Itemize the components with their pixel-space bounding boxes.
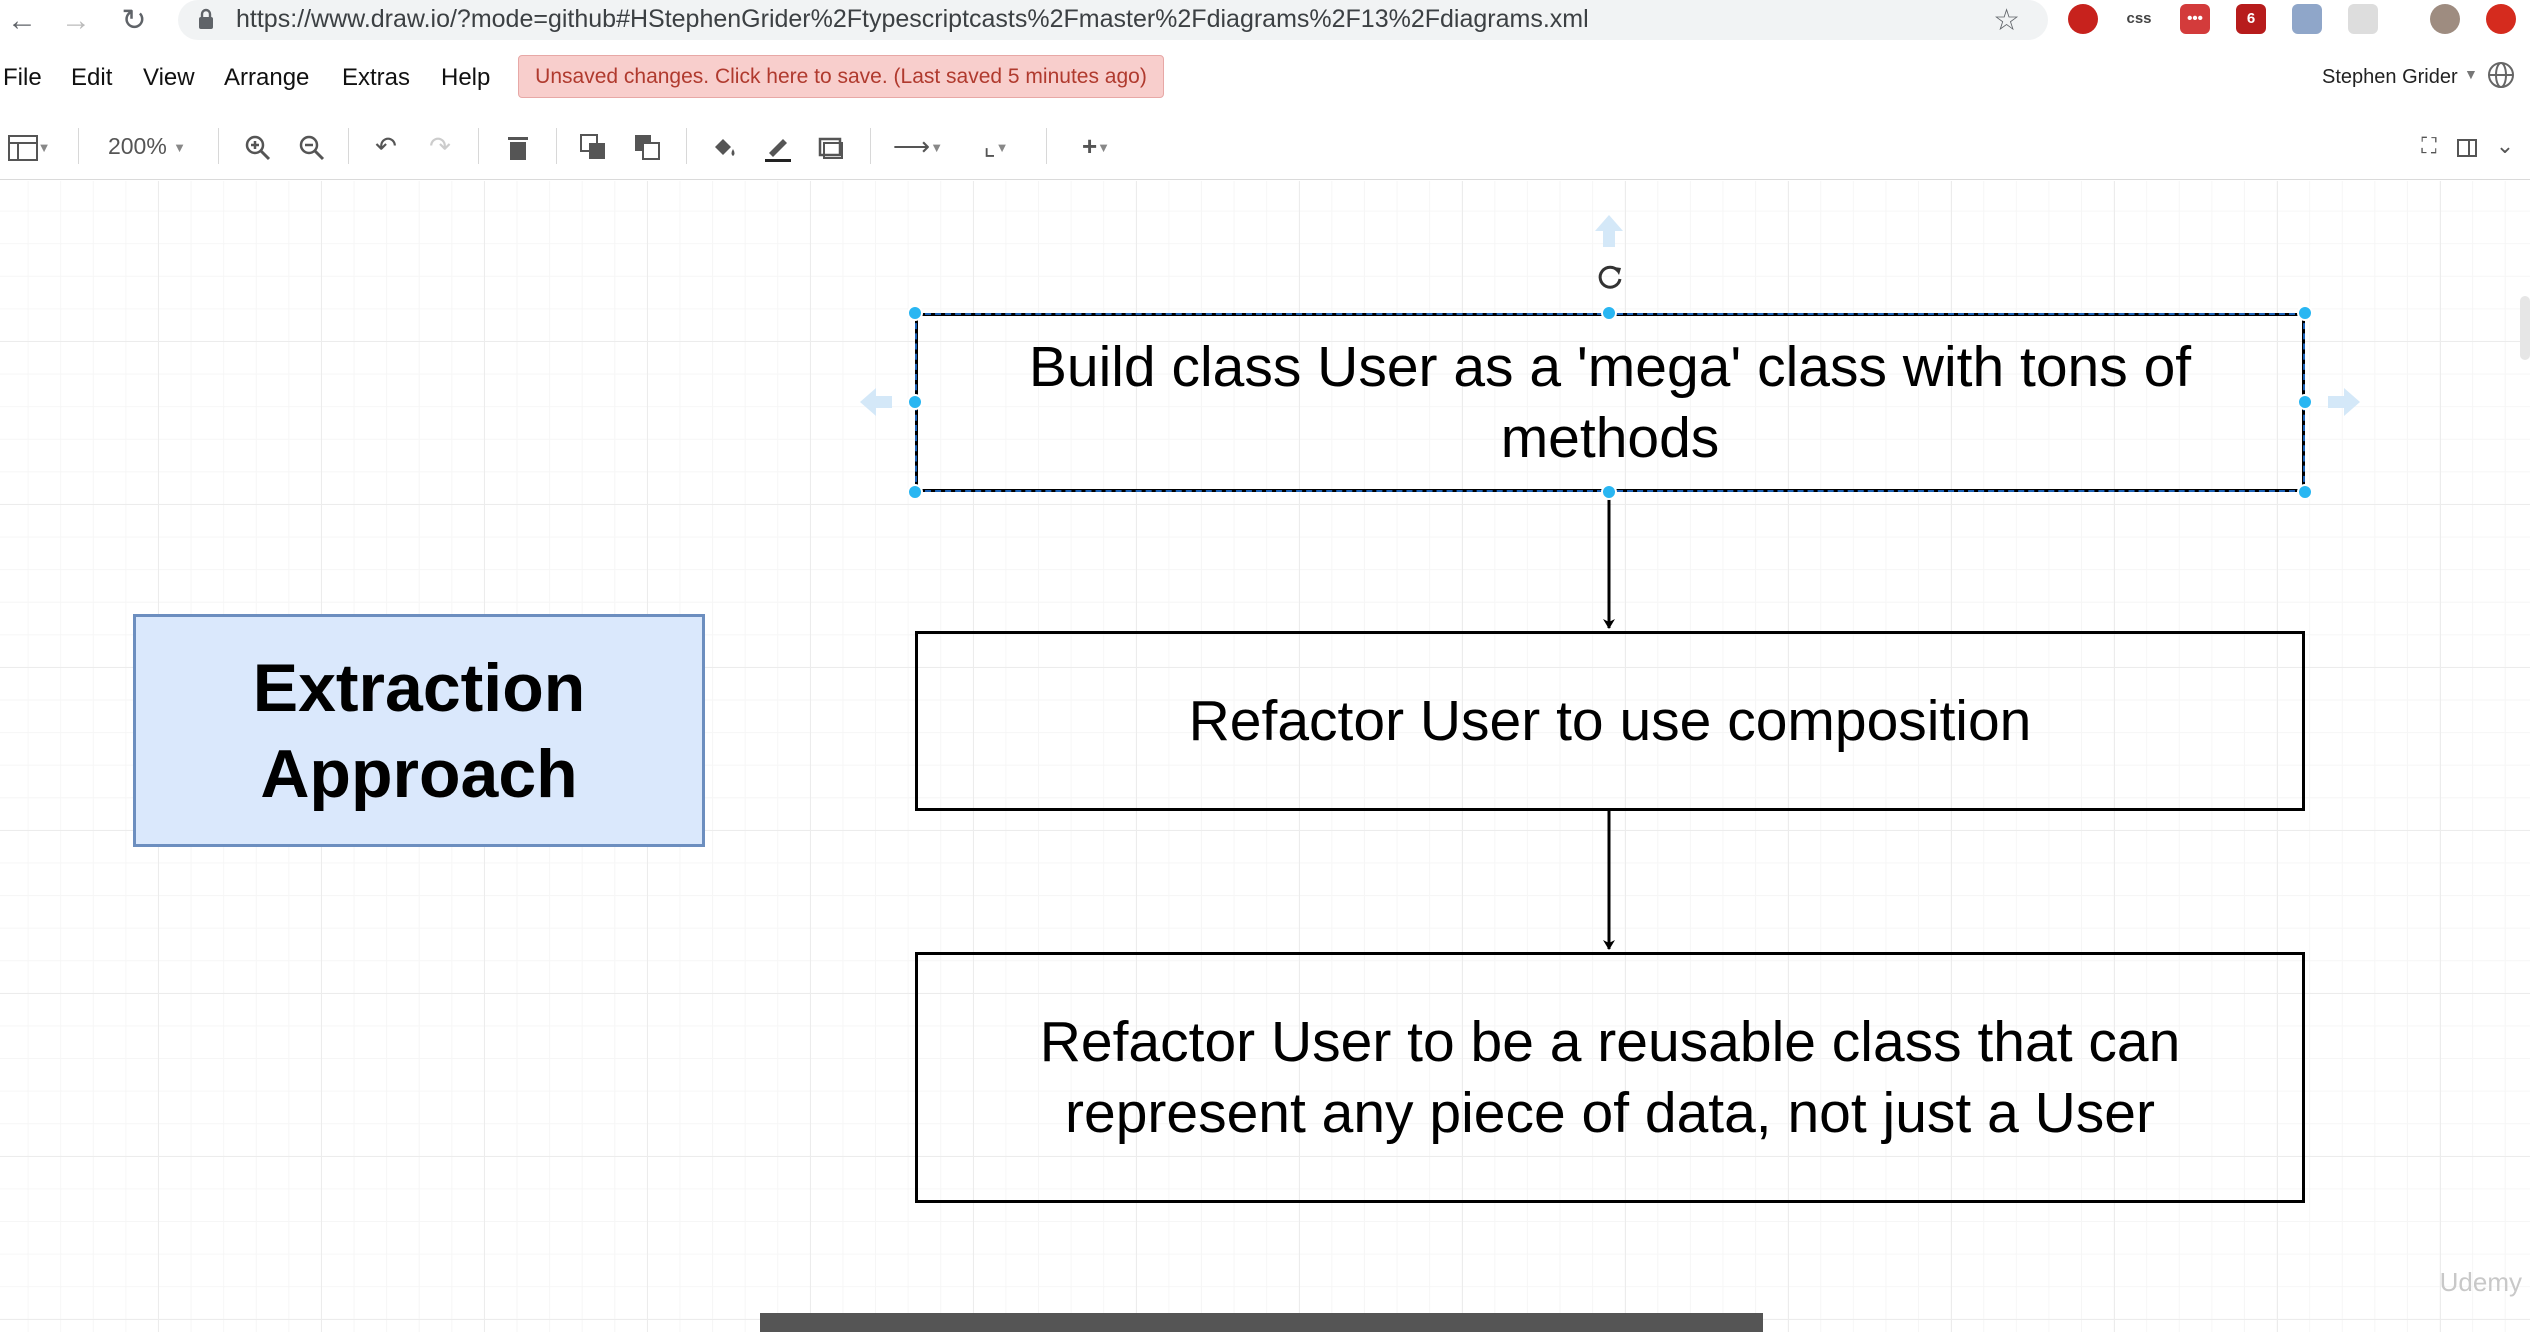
to-front-icon[interactable] [574, 126, 614, 166]
fill-color-icon[interactable] [704, 126, 744, 166]
zoom-out-icon[interactable] [292, 126, 332, 166]
horizontal-scrollbar[interactable] [760, 1313, 1763, 1332]
menu-extras[interactable]: Extras [342, 64, 411, 91]
undo-icon[interactable]: ↶ [375, 131, 397, 161]
resize-handle-ne[interactable] [2297, 305, 2313, 321]
toolbar-divider [686, 128, 687, 164]
connection-style-dropdown[interactable]: ⟶▼ [892, 131, 944, 161]
chevron-down-icon[interactable]: ▼ [2464, 66, 2478, 82]
vertical-scrollbar[interactable] [2520, 296, 2530, 360]
zoom-level: 200% [107, 133, 167, 159]
circle-extension-icon[interactable] [2348, 4, 2378, 34]
feather-extension-icon[interactable] [2292, 4, 2322, 34]
opera-icon[interactable] [2486, 4, 2516, 34]
unsaved-changes-banner[interactable]: Unsaved changes. Click here to save. (La… [518, 55, 1164, 98]
hint-arrow-left-icon[interactable] [860, 388, 892, 416]
udemy-watermark: Udemy [2439, 1267, 2522, 1297]
waypoints-dropdown[interactable]: ⌞▼ [983, 131, 1009, 161]
toolbar-divider [478, 128, 479, 164]
redo-icon[interactable]: ↷ [429, 131, 451, 161]
toolbar-divider [870, 128, 871, 164]
menu-edit[interactable]: Edit [71, 64, 113, 91]
collapse-chevron-icon[interactable]: ⌄ [2495, 133, 2515, 158]
toolbar-divider [348, 128, 349, 164]
diagram-canvas[interactable]: Extraction Approach Build class User as … [0, 181, 2530, 1332]
toolbar-divider [556, 128, 557, 164]
resize-handle-se[interactable] [2297, 484, 2313, 500]
format-panel-toggle[interactable]: ▼ [0, 126, 58, 166]
title-box[interactable]: Extraction Approach [133, 614, 705, 847]
zoom-dropdown[interactable]: 200% ▼ [107, 133, 187, 159]
plus-icon: + [1081, 131, 1098, 161]
step-box-3[interactable]: Refactor User to be a reusable class tha… [915, 952, 2305, 1203]
url-text: https://www.draw.io/?mode=github#HStephe… [236, 5, 1589, 33]
resize-handle-nw[interactable] [907, 305, 923, 321]
hint-arrow-right-icon[interactable] [2328, 388, 2360, 416]
resize-handle-sw[interactable] [907, 484, 923, 500]
waypoint-icon: ⌞ [983, 131, 996, 161]
forward-arrow-icon[interactable]: → [61, 4, 91, 37]
toolbar-divider [1046, 128, 1047, 164]
zoom-in-icon[interactable] [238, 126, 278, 166]
menubar: File Edit View Arrange Extras Help Unsav… [0, 48, 2530, 108]
resize-handle-s[interactable] [1601, 484, 1617, 500]
lock-icon [199, 8, 213, 29]
line-color-icon[interactable] [758, 126, 798, 166]
fullscreen-icon[interactable]: ⛶ [2421, 133, 2437, 158]
arrow-right-icon: ⟶ [892, 131, 931, 161]
shadow-icon[interactable] [812, 126, 852, 166]
rotate-icon[interactable] [1594, 261, 1626, 293]
resize-handle-e[interactable] [2297, 394, 2313, 410]
insert-dropdown[interactable]: +▼ [1081, 131, 1111, 161]
user-name[interactable]: Stephen Grider [2322, 66, 2458, 88]
menu-file[interactable]: File [3, 64, 42, 91]
browser-toolbar: ← → ↻ https://www.draw.io/?mode=github#H… [0, 0, 2530, 42]
dots-extension-icon[interactable]: ••• [2180, 4, 2210, 34]
back-arrow-icon[interactable]: ← [7, 4, 37, 37]
to-back-icon[interactable] [628, 126, 668, 166]
hint-arrow-up-icon[interactable] [1595, 215, 1623, 247]
css-extension-icon[interactable]: css [2124, 4, 2154, 34]
resize-handle-n[interactable] [1601, 305, 1617, 321]
menu-help[interactable]: Help [441, 64, 491, 91]
reload-icon[interactable]: ↻ [121, 4, 147, 37]
toolbar-divider [78, 128, 79, 164]
badge-extension-icon[interactable]: 6 [2236, 4, 2266, 34]
panel-layout-icon [7, 135, 38, 162]
ublock-icon[interactable] [2068, 4, 2098, 34]
step-box-1[interactable]: Build class User as a 'mega' class with … [915, 313, 2305, 492]
delete-trash-icon[interactable] [498, 126, 538, 166]
resize-handle-w[interactable] [907, 394, 923, 410]
panel-toggle-icon[interactable] [2450, 126, 2484, 166]
profile-avatar[interactable] [2430, 4, 2460, 34]
menu-view[interactable]: View [143, 64, 195, 91]
editor-toolbar: ▼ 200% ▼ ↶ ↷ ⟶▼ ⌞▼ +▼ ⛶ ⌄ [0, 112, 2530, 180]
menu-arrange[interactable]: Arrange [224, 64, 310, 91]
toolbar-divider [218, 128, 219, 164]
step-box-2[interactable]: Refactor User to use composition [915, 631, 2305, 811]
address-bar[interactable]: https://www.draw.io/?mode=github#HStephe… [178, 0, 2048, 40]
bookmark-star-icon[interactable]: ☆ [1993, 4, 2020, 37]
globe-icon[interactable] [2486, 60, 2516, 90]
